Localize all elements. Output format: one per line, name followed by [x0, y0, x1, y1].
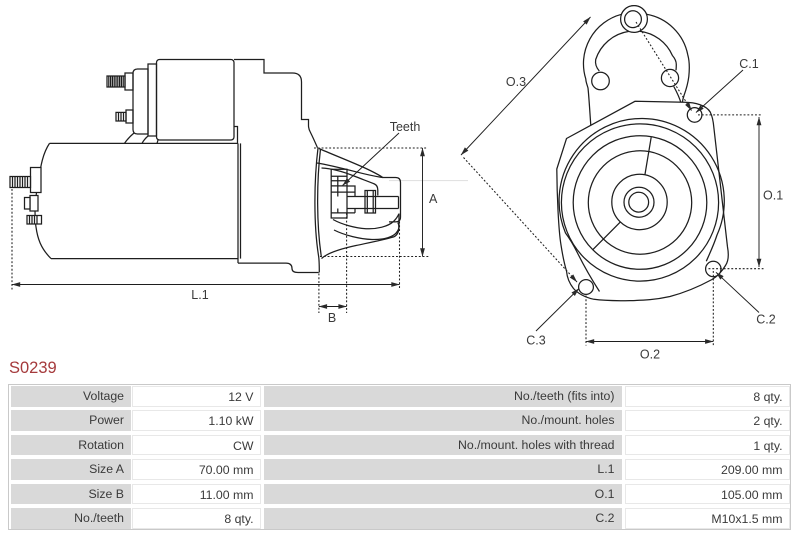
svg-text:B: B [328, 311, 336, 325]
svg-text:C.2: C.2 [756, 313, 776, 327]
svg-text:C.1: C.1 [739, 57, 759, 71]
svg-text:Teeth: Teeth [390, 120, 421, 134]
svg-text:A: A [429, 192, 438, 206]
svg-text:L.1: L.1 [191, 288, 208, 302]
svg-text:O.3: O.3 [506, 75, 526, 89]
svg-text:O.1: O.1 [763, 189, 783, 203]
svg-text:C.3: C.3 [526, 334, 546, 348]
svg-text:O.2: O.2 [640, 348, 660, 362]
